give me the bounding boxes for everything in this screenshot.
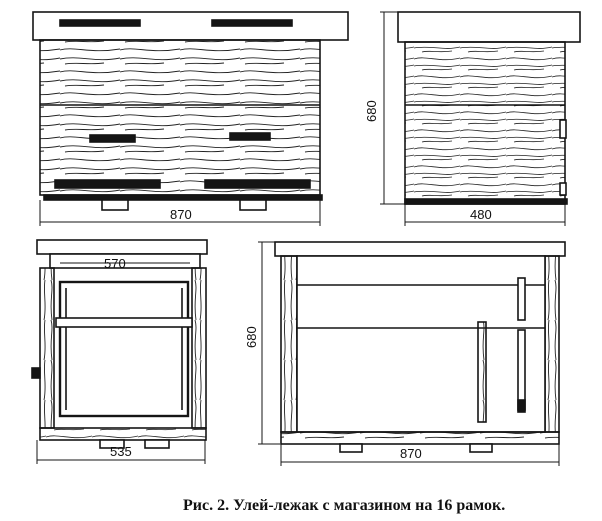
short-section-width-dimension [36, 440, 206, 464]
short-section-view [31, 239, 208, 449]
long-section-lid [274, 241, 566, 257]
short-section-wall-left [39, 267, 55, 429]
short-section-leg-right [144, 439, 170, 449]
long-section-divider [477, 321, 487, 423]
side-height-dimension [380, 11, 405, 205]
side-width-dimension [404, 204, 566, 226]
long-section-height-dimension [258, 241, 280, 445]
short-section-lid [36, 239, 208, 255]
side-body [404, 41, 566, 205]
front-entrance-bottom-right [204, 179, 311, 189]
short-section-width-label: 535 [110, 444, 132, 459]
long-section-cavity [296, 255, 546, 433]
side-width-label: 480 [470, 207, 492, 222]
long-section-view [274, 241, 566, 453]
short-section-entrance [31, 367, 41, 379]
long-section-width-dimension [280, 444, 560, 466]
front-entrance-right [229, 132, 271, 141]
short-section-wall-right [191, 267, 207, 429]
short-section-bottom [39, 427, 207, 441]
front-leg-left [101, 199, 129, 211]
long-section-wall-left [280, 255, 298, 433]
front-entrance-bottom-left [54, 179, 161, 189]
figure-caption: Рис. 2. Улей-лежак с магазином на 16 рам… [183, 497, 506, 514]
front-entrance-left [89, 134, 136, 143]
side-latch [559, 182, 567, 196]
side-height-label: 680 [364, 100, 379, 122]
long-section-leg-right [469, 443, 493, 453]
front-width-dimension [39, 200, 321, 226]
long-section-bottom [280, 431, 560, 445]
front-width-label: 870 [170, 207, 192, 222]
short-section-inner-lid [49, 253, 201, 269]
long-section-height-label: 680 [244, 326, 259, 348]
long-section-rod-bottom [517, 329, 526, 411]
front-lid-vent-left [59, 19, 141, 27]
short-section-frame-bar [55, 317, 193, 328]
short-section-inner-label: 570 [104, 256, 126, 271]
front-lid-vent-right [211, 19, 293, 27]
side-view [397, 11, 581, 205]
front-base-board [43, 194, 323, 201]
long-section-wall-right [544, 255, 560, 433]
short-section-frame [58, 280, 190, 418]
long-section-leg-left [339, 443, 363, 453]
short-section-leg-left [99, 439, 125, 449]
front-leg-right [239, 199, 267, 211]
long-section-rod-foot [517, 399, 526, 413]
side-base [404, 198, 568, 205]
front-body [39, 39, 321, 196]
long-section-rod-top [517, 277, 526, 321]
side-lid [397, 11, 581, 43]
side-handle [559, 119, 567, 139]
long-section-width-label: 870 [400, 446, 422, 461]
front-view [32, 11, 349, 211]
